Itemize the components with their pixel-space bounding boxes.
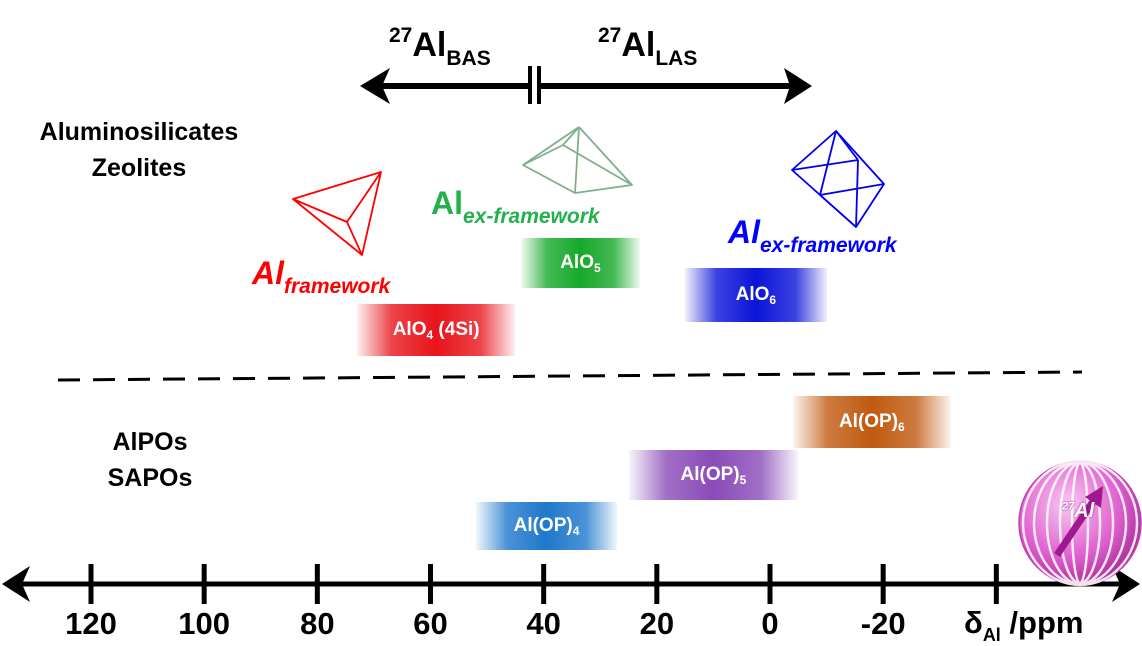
al-ex-framework-octahedral-label: Alex-framework xyxy=(728,214,897,257)
category-zeolites-line1: Aluminosilicates xyxy=(39,118,239,146)
band-alo4-4si: AlO4 (4Si) xyxy=(356,304,516,356)
nucleus-spin-icon xyxy=(1018,459,1142,587)
band-al-op5: Al(OP)5 xyxy=(628,450,799,500)
band-al-op5-label: Al(OP)5 xyxy=(680,463,747,487)
band-alo4-4si-label: AlO4 (4Si) xyxy=(392,318,480,342)
category-alpos-line1: AlPOs xyxy=(112,428,188,456)
tetrahedron-icon xyxy=(292,171,382,256)
bas-label: 27AlBAS xyxy=(389,24,491,70)
category-zeolites: Aluminosilicates Zeolites xyxy=(14,114,264,186)
band-alo6: AlO6 xyxy=(685,268,827,322)
square-pyramid-icon xyxy=(522,126,633,194)
octahedron-icon xyxy=(791,130,885,228)
category-divider xyxy=(57,370,1083,382)
las-label: 27AlLAS xyxy=(598,24,698,70)
axis-tick-label: 40 xyxy=(526,606,561,641)
chemical-shift-axis xyxy=(2,564,1140,604)
category-alpos: AlPOs SAPOs xyxy=(70,424,230,496)
axis-tick-label: 60 xyxy=(413,606,448,641)
al-ex-framework-pentacoordinate-label: Alex-framework xyxy=(431,185,600,228)
category-zeolites-line2: Zeolites xyxy=(91,154,187,182)
axis-title: δAl /ppm xyxy=(964,605,1084,645)
category-alpos-line2: SAPOs xyxy=(107,464,193,492)
al-framework-label: Alframework xyxy=(252,255,391,298)
band-alo5-label: AlO5 xyxy=(560,251,601,275)
band-al-op4: Al(OP)4 xyxy=(475,502,618,550)
nucleus-spin-label: 27Al xyxy=(1062,500,1095,522)
band-al-op4-label: Al(OP)4 xyxy=(513,514,580,538)
axis-tick-label: 80 xyxy=(300,606,335,641)
axis-tick-label: 0 xyxy=(761,606,779,641)
axis-tick-label: -20 xyxy=(860,606,906,641)
band-alo5: AlO5 xyxy=(521,238,640,288)
axis-tick-label: 100 xyxy=(178,606,231,641)
band-al-op6: Al(OP)6 xyxy=(792,396,952,448)
bas-las-arrow xyxy=(360,66,812,104)
axis-tick-label: 120 xyxy=(65,606,117,641)
axis-tick-label: 20 xyxy=(639,606,675,641)
band-alo6-label: AlO6 xyxy=(735,283,777,307)
band-al-op6-label: Al(OP)6 xyxy=(838,410,905,434)
